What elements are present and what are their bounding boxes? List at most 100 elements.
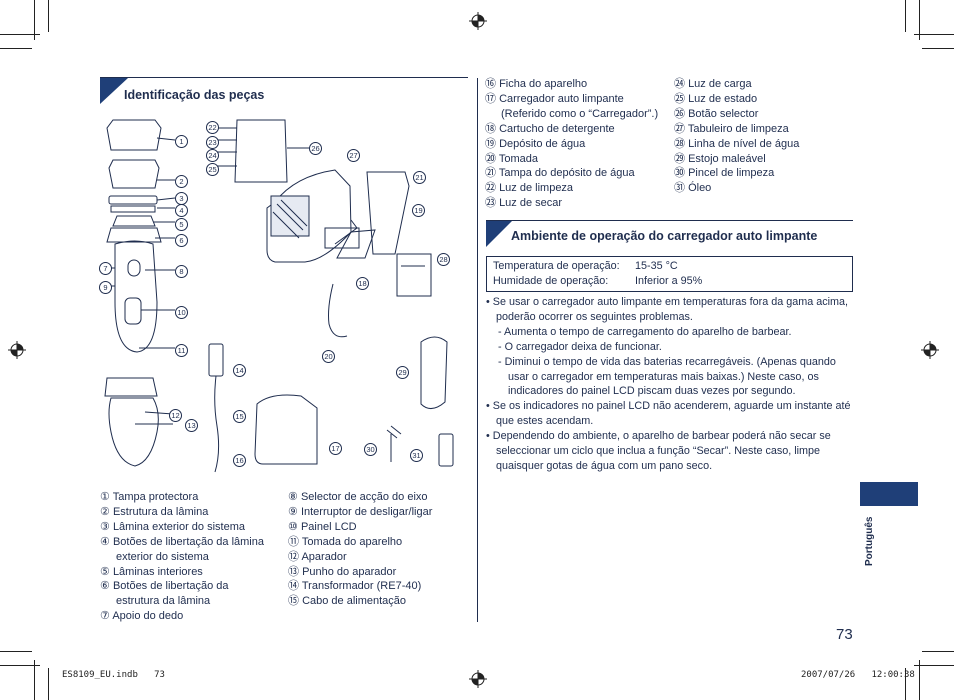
spec-label: Temperatura de operação: [493,260,620,272]
crop-mark [0,34,40,35]
list-item: ⑫ Aparador [288,550,347,563]
list-item: ㉒ Luz de limpeza [485,182,574,195]
callout-29: 29 [396,366,409,379]
crop-mark [922,651,954,652]
list-item: ④ Botões de libertação da lâmina [100,535,264,548]
list-item: ⑯ Ficha do aparelho [485,78,588,90]
list-item: ⑨ Interruptor de desligar/ligar [288,505,433,518]
section-triangle-icon [100,78,128,104]
column-divider [477,78,478,622]
callout-13: 13 [185,419,198,432]
spec-label: Humidade de operação: [493,275,609,287]
note-item: • Se os indicadores no painel LCD não ac… [486,400,851,428]
list-item: ③ Lâmina exterior do sistema [100,520,245,533]
language-tab [860,482,918,506]
footer-file: ES8109_EU.indb 73 [62,670,165,680]
list-item-continuation: exterior do sistema [116,550,209,563]
section-title: Ambiente de operação do carregador auto … [511,229,818,243]
crop-mark [34,660,35,700]
note-subitem: - Diminui o tempo de vida das baterias r… [498,355,836,398]
list-item: ㉔ Luz de carga [674,78,752,90]
list-item: ㉛ Óleo [674,182,712,195]
list-item: ㉖ Botão selector [674,107,759,120]
section-title: Identificação das peças [124,88,265,102]
list-item: ⑩ Painel LCD [288,520,357,533]
list-item: ⑭ Transformador (RE7-40) [288,580,422,593]
callout-24: 24 [206,149,219,162]
registration-mark-icon [921,341,939,359]
section-rule [486,220,853,221]
section-rule [100,77,468,78]
list-item: ⑧ Selector de acção do eixo [288,491,428,503]
crop-mark [0,48,32,49]
callout-14: 14 [233,364,246,377]
callout-8: 8 [175,265,188,278]
list-item: ㉓ Luz de secar [485,197,563,210]
spec-value: 15-35 °C [635,260,678,272]
crop-mark [905,0,906,32]
registration-mark-icon [469,670,487,688]
list-item: ⑤ Lâminas interiores [100,565,203,578]
callout-18: 18 [356,277,369,290]
callout-1: 1 [175,135,188,148]
list-item: ㉕ Luz de estado [674,92,758,105]
list-item: ⑳ Tomada [485,152,538,165]
list-item: ㉑ Tampa do depósito de água [485,167,635,180]
crop-mark [914,34,954,35]
list-item: ㉚ Pincel de limpeza [674,167,775,180]
callout-28: 28 [437,253,450,266]
callout-5: 5 [175,218,188,231]
note-subitem: - Aumenta o tempo de carregamento do apa… [498,325,792,338]
list-item: ① Tampa protectora [100,491,199,503]
callout-2: 2 [175,175,188,188]
parts-list-mid: ⑧ Selector de acção do eixo ⑨ Interrupto… [288,490,432,609]
list-item: ⑲ Depósito de água [485,137,586,150]
callout-26: 26 [309,142,322,155]
callout-4: 4 [175,204,188,217]
crop-mark [34,0,35,40]
spec-value: Inferior a 95% [635,275,703,287]
callout-27: 27 [347,149,360,162]
list-item: ⑦ Apoio do dedo [100,610,184,623]
footer-datetime: 2007/07/26 12:00:38 [801,670,915,680]
callout-9: 9 [99,281,112,294]
callout-3: 3 [175,192,188,205]
note-item: • Dependendo do ambiente, o aparelho de … [486,430,831,472]
callout-11: 11 [175,344,188,357]
list-item: ⑱ Cartucho de detergente [485,122,615,135]
list-item: ② Estrutura da lâmina [100,505,209,518]
list-item: ㉗ Tabuleiro de limpeza [674,122,789,135]
crop-mark [48,0,49,32]
crop-mark [905,668,906,700]
callout-17: 17 [329,442,342,455]
list-item: ⑪ Tomada do aparelho [288,535,403,548]
crop-mark [0,651,32,652]
callout-31: 31 [410,449,423,462]
note-item: • Se usar o carregador auto limpante em … [486,296,849,323]
language-label: Português [864,516,875,566]
note-subitem: - O carregador deixa de funcionar. [498,340,662,353]
callout-23: 23 [206,136,219,149]
list-item-continuation: estrutura da lâmina [116,595,211,608]
crop-mark [922,48,954,49]
list-item-continuation: (Referido como o “Carregador”.) [501,107,659,120]
registration-mark-icon [469,12,487,30]
crop-mark [914,665,954,666]
section-triangle-icon [486,221,512,247]
list-item: ⑰ Carregador auto limpante [485,92,624,105]
callout-19: 19 [412,204,425,217]
spec-box: Temperatura de operação: 15-35 °C Humidad… [486,256,853,292]
callout-12: 12 [169,409,182,422]
list-item: ㉘ Linha de nível de água [674,137,800,150]
page-number: 73 [836,626,853,643]
callout-16: 16 [233,454,246,467]
callout-22: 22 [206,121,219,134]
callout-21: 21 [413,171,426,184]
callout-10: 10 [175,306,188,319]
parts-list-left: ① Tampa protectora ② Estrutura da lâmina… [100,490,264,624]
list-item: ㉙ Estojo maleável [674,152,766,165]
crop-mark [919,660,920,700]
parts-list-right-1: ⑯ Ficha do aparelho ⑰ Carregador auto li… [485,77,658,211]
parts-list-right-2: ㉔ Luz de carga ㉕ Luz de estado ㉖ Botão s… [674,77,799,196]
callout-30: 30 [364,443,377,456]
